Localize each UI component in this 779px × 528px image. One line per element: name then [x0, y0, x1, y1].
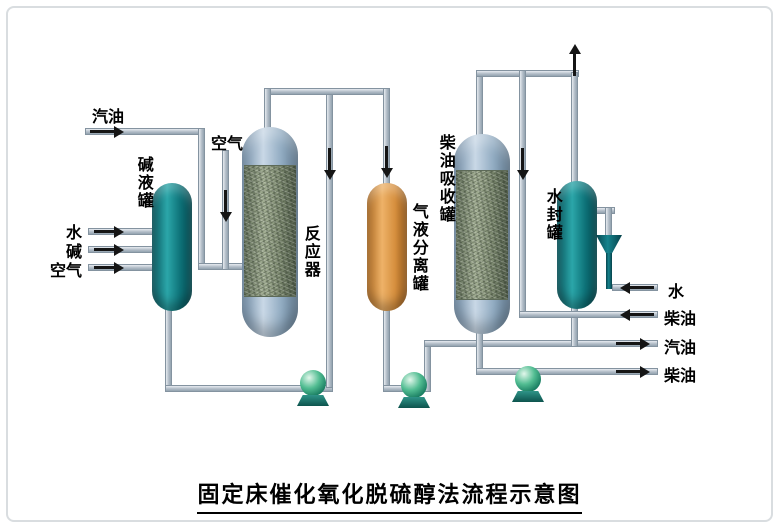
diagram-title: 固定床催化氧化脱硫醇法流程示意图	[0, 477, 779, 514]
arrow-water-inlet-right	[630, 286, 654, 289]
arrow-recycle-down	[328, 148, 331, 170]
pump-3	[512, 366, 544, 403]
arrow-gasoline-inlet	[90, 130, 114, 133]
pump-1	[297, 370, 329, 407]
pipe-caustic-recycle	[326, 88, 333, 388]
label-air-reactor: 空气	[211, 136, 244, 153]
label-water-right: 水	[668, 284, 685, 301]
absorber-vessel	[454, 134, 510, 334]
pipe-alkali-tank-outlet	[165, 300, 172, 392]
arrow-air-inlet-left	[94, 266, 114, 269]
pipe-absorber-overhead	[476, 70, 579, 77]
pump-2-base	[398, 397, 430, 408]
label-water-seal-tank: 水封罐	[543, 188, 561, 242]
pipe-diesel-inlet	[519, 311, 658, 318]
arrow-diesel-product-out	[616, 370, 640, 373]
arrow-diesel-inlet-right	[630, 313, 654, 316]
water-seal-tank-vessel	[557, 181, 597, 309]
pipe-offgas-drop	[519, 70, 526, 318]
reactor-vessel	[242, 127, 298, 337]
label-alkali-left: 碱	[66, 244, 83, 261]
arrow-separator-inlet-down	[385, 146, 388, 168]
label-alkali-tank: 碱液罐	[134, 156, 152, 210]
separator-vessel	[367, 183, 407, 311]
pump-3-casing	[515, 366, 541, 392]
label-air-left: 空气	[50, 263, 83, 280]
pipe-vent-riser	[571, 72, 578, 184]
pipe-funnel-feed-v	[605, 207, 612, 237]
pipe-diesel-product	[476, 368, 658, 375]
label-reactor: 反应器	[301, 225, 319, 279]
arrow-gasoline-product-out	[616, 342, 640, 345]
reactor-catalyst-bed	[244, 165, 296, 297]
arrow-vent-up	[573, 54, 576, 76]
pipe-pump1-header	[165, 385, 333, 392]
arrow-alkali-inlet-left	[94, 248, 114, 251]
label-diesel-in-right: 柴油	[664, 311, 697, 328]
image-border	[6, 6, 773, 522]
diagram-title-text: 固定床催化氧化脱硫醇法流程示意图	[197, 477, 582, 514]
pump-1-casing	[300, 370, 326, 396]
label-diesel-out-right: 柴油	[664, 368, 697, 385]
label-absorber: 柴油吸收罐	[436, 134, 454, 224]
pump-3-base	[512, 391, 544, 402]
label-gasoline-inlet: 汽油	[92, 109, 125, 126]
pump-1-base	[297, 395, 329, 406]
pump-2-casing	[401, 372, 427, 398]
alkali-tank-vessel	[152, 183, 192, 311]
pipe-reactor-overhead	[264, 88, 390, 95]
pipe-separator-bottoms	[383, 305, 390, 392]
arrow-offgas-down	[521, 148, 524, 170]
arrow-water-inlet-left	[94, 230, 114, 233]
absorber-packing-bed	[456, 170, 508, 300]
arrow-air-down	[224, 190, 227, 212]
pipe-gasoline-product	[424, 340, 658, 347]
pipe-absorber-riser	[476, 70, 483, 138]
pump-2	[398, 372, 430, 409]
label-water-left: 水	[66, 225, 83, 242]
label-separator: 气液分离罐	[409, 203, 427, 293]
pipe-gasoline-drop	[198, 128, 205, 270]
funnel-stem	[606, 253, 612, 289]
label-gasoline-out-right: 汽油	[664, 340, 697, 357]
